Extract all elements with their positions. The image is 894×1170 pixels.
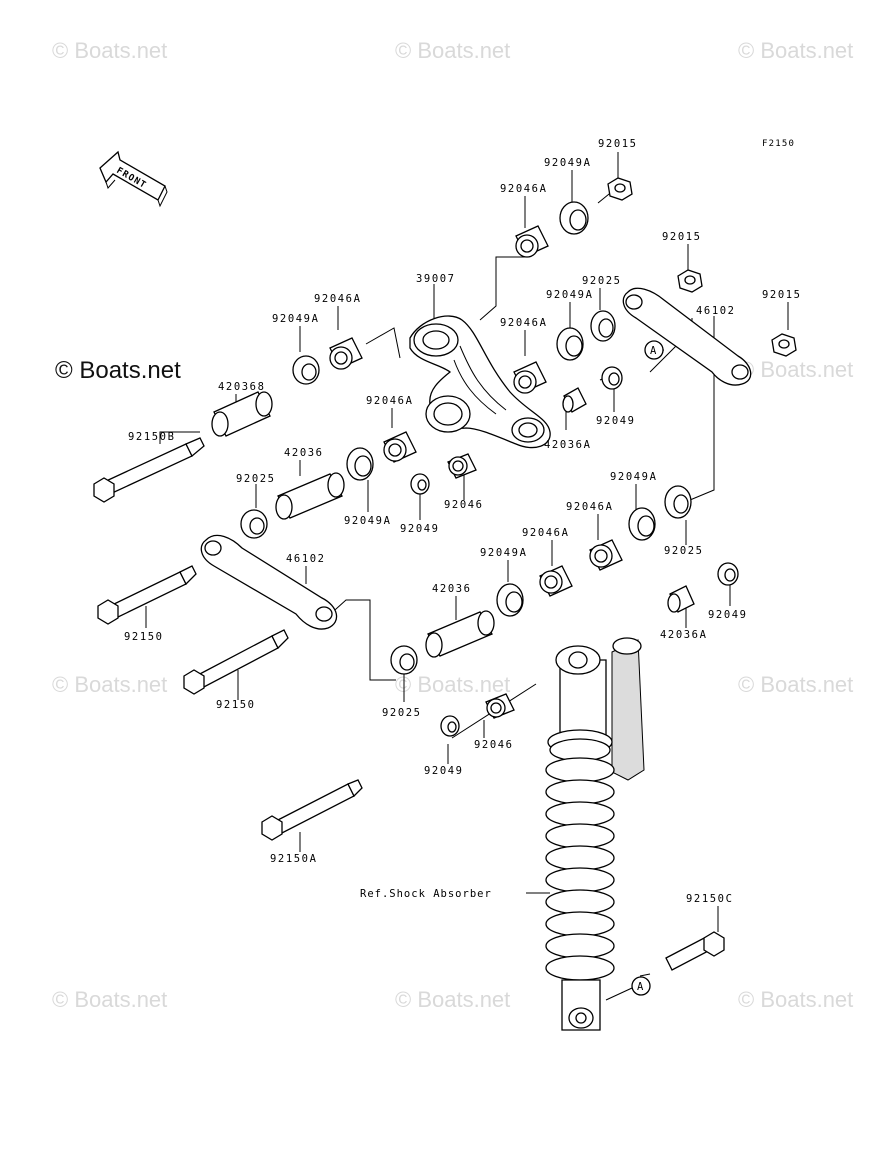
part-label: 92049: [708, 609, 748, 621]
part-label: 92049A: [546, 289, 594, 301]
rocker-arm: [409, 315, 551, 449]
tie-rod-right: [622, 287, 752, 386]
part-label: 92046A: [500, 317, 548, 329]
part-label: 420368: [218, 381, 266, 393]
part-label: 46102: [696, 305, 736, 317]
shock-absorber: [545, 637, 645, 1031]
part-label: 92025: [382, 707, 422, 719]
part-label: 92046: [444, 499, 484, 511]
part-label: 92046A: [366, 395, 414, 407]
watermark: © Boats.net: [738, 38, 853, 63]
part-label: 92150A: [270, 853, 318, 865]
part-label: 42036: [432, 583, 472, 595]
part-label: 92049: [400, 523, 440, 535]
reference-label: Ref.Shock Absorber: [360, 888, 492, 900]
callout-letter: A: [637, 981, 644, 993]
part-label: 42036A: [660, 629, 708, 641]
part-label: 92049A: [610, 471, 658, 483]
watermark: © Boats.net: [52, 38, 167, 63]
part-label: 92049: [596, 415, 636, 427]
watermark-layer: © Boats.net © Boats.net © Boats.net © Bo…: [52, 38, 853, 1012]
part-label: 92025: [664, 545, 704, 557]
part-label: 39007: [416, 273, 456, 285]
part-label: 92049A: [480, 547, 528, 559]
part-label: 92150B: [128, 431, 176, 443]
part-label: 92025: [582, 275, 622, 287]
figure-code: F2150: [762, 139, 795, 149]
bolts: [93, 437, 725, 971]
front-arrow-icon: FRONT: [99, 150, 168, 208]
watermark: © Boats.net: [52, 987, 167, 1012]
part-label: 92049A: [272, 313, 320, 325]
part-label: 92025: [236, 473, 276, 485]
part-label: 92046A: [314, 293, 362, 305]
watermark: © Boats.net: [395, 672, 510, 697]
shock-spring: [545, 757, 615, 981]
part-label: 92150C: [686, 893, 734, 905]
part-label: 92046A: [522, 527, 570, 539]
part-labels: 92015 92049A 92046A 92015 39007 92025 92…: [124, 138, 802, 905]
part-label: 46102: [286, 553, 326, 565]
part-label: 92046: [474, 739, 514, 751]
bearings: [329, 225, 623, 719]
collars: [211, 387, 695, 658]
washers: [240, 201, 739, 737]
part-label: 92046A: [566, 501, 614, 513]
part-label: 92049: [424, 765, 464, 777]
watermark: © Boats.net: [738, 672, 853, 697]
watermark: © Boats.net: [395, 987, 510, 1012]
callout-a-lower: A: [631, 976, 651, 996]
part-label: 92015: [762, 289, 802, 301]
part-label: 92150: [124, 631, 164, 643]
part-label: 92150: [216, 699, 256, 711]
watermark: © Boats.net: [52, 672, 167, 697]
part-label: 92015: [662, 231, 702, 243]
part-label: 92046A: [500, 183, 548, 195]
callout-letter: A: [650, 345, 657, 357]
copyright-text: © Boats.net: [55, 357, 181, 384]
part-label: 42036: [284, 447, 324, 459]
watermark: © Boats.net: [738, 987, 853, 1012]
part-label: 92015: [598, 138, 638, 150]
part-label: 42036A: [544, 439, 592, 451]
tie-rod-left: [200, 534, 338, 630]
nut-92015: [607, 177, 797, 357]
part-label: 92049A: [544, 157, 592, 169]
part-label: 92049A: [344, 515, 392, 527]
watermark: © Boats.net: [738, 357, 853, 382]
callout-a-upper: A: [644, 340, 664, 360]
watermark: © Boats.net: [395, 38, 510, 63]
